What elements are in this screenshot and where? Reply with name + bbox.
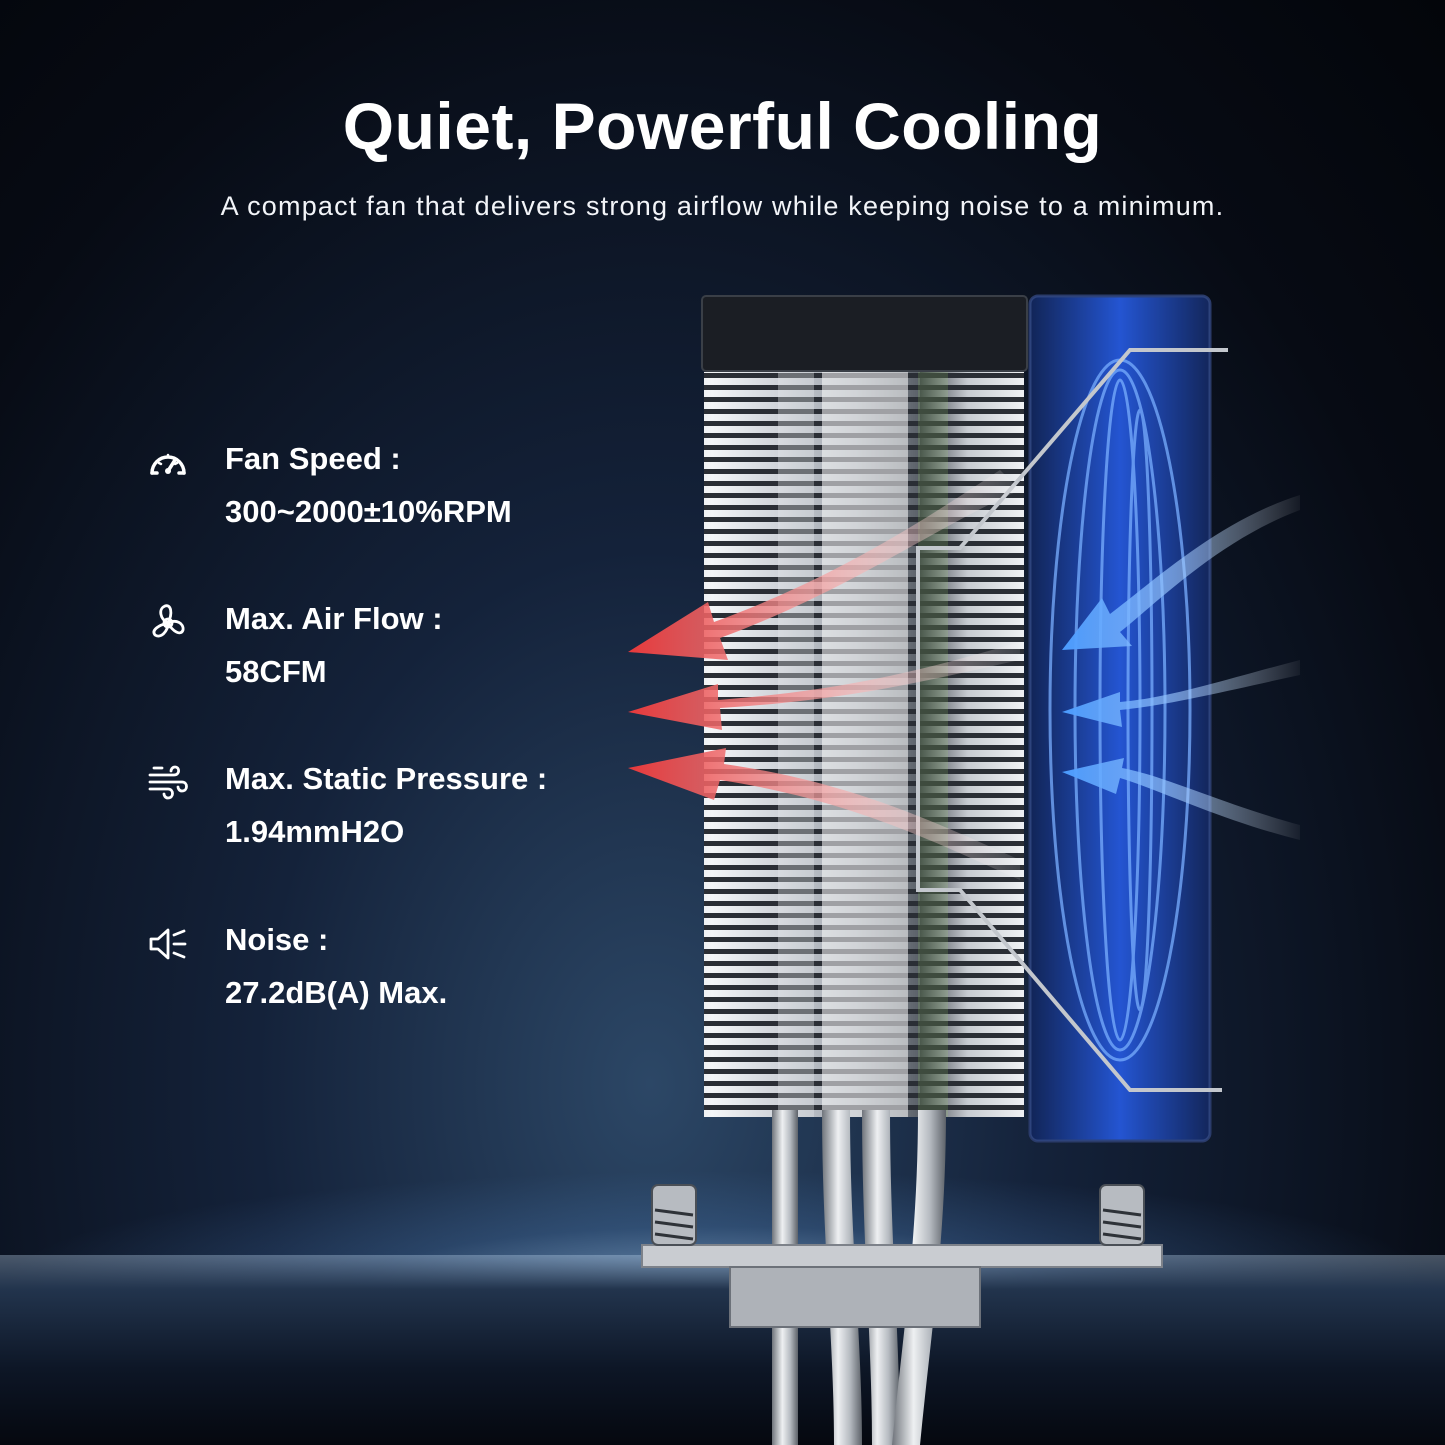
spec-value: 1.94mmH2O [225, 814, 405, 849]
fan-icon [152, 604, 185, 638]
spec-value: 27.2dB(A) Max. [225, 975, 448, 1010]
spec-label: Max. Static Pressure : [225, 761, 548, 796]
cpu-cooler-illustration [628, 294, 1300, 1445]
spec-fan-speed: Fan Speed : 300~2000±10%RPM [146, 441, 626, 551]
spec-static-pressure: Max. Static Pressure : 1.94mmH2O [146, 761, 626, 871]
spec-air-flow: Max. Air Flow : 58CFM [146, 601, 626, 711]
spec-label: Noise : [225, 922, 329, 957]
spec-label: Max. Air Flow : [225, 601, 443, 636]
wind-icon [148, 765, 188, 800]
spec-value: 58CFM [225, 654, 327, 689]
speaker-icon [149, 928, 187, 960]
speedometer-icon [150, 453, 186, 475]
headline: Quiet, Powerful Cooling [342, 89, 1103, 163]
subline: A compact fan that delivers strong airfl… [220, 191, 1225, 221]
spec-value: 300~2000±10%RPM [225, 494, 512, 529]
reflective-floor [0, 1255, 1445, 1445]
spec-label: Fan Speed : [225, 441, 401, 476]
spec-noise: Noise : 27.2dB(A) Max. [146, 922, 626, 1032]
